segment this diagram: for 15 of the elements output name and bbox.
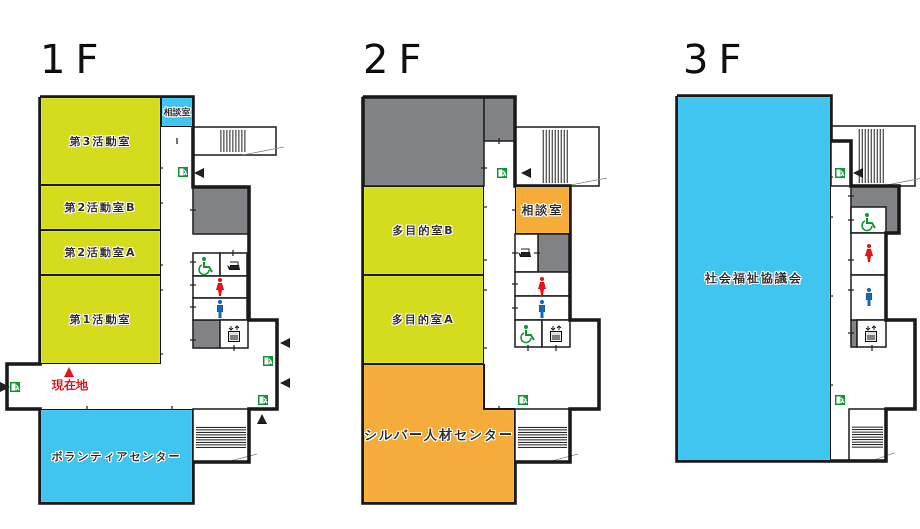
room: 第1活動室 [40, 275, 161, 364]
room: 第2活動室B [40, 185, 161, 230]
room: 社会福祉協議会 [677, 96, 831, 461]
you-are-here-label: 現在地 [52, 377, 88, 394]
floor-label: 2F [363, 40, 432, 80]
floor-label: 3F [683, 40, 752, 80]
room: 相談室 [161, 97, 193, 127]
floor-label: 1F [40, 40, 108, 80]
room: シルバー人材センター [363, 364, 515, 503]
room: 多目的室B [363, 186, 484, 275]
room: 第2活動室A [40, 230, 161, 275]
room: 相談室 [515, 186, 570, 234]
room: 第3活動室 [40, 97, 161, 185]
room: ボランティアセンター [40, 409, 193, 503]
room: 多目的室A [363, 275, 484, 364]
